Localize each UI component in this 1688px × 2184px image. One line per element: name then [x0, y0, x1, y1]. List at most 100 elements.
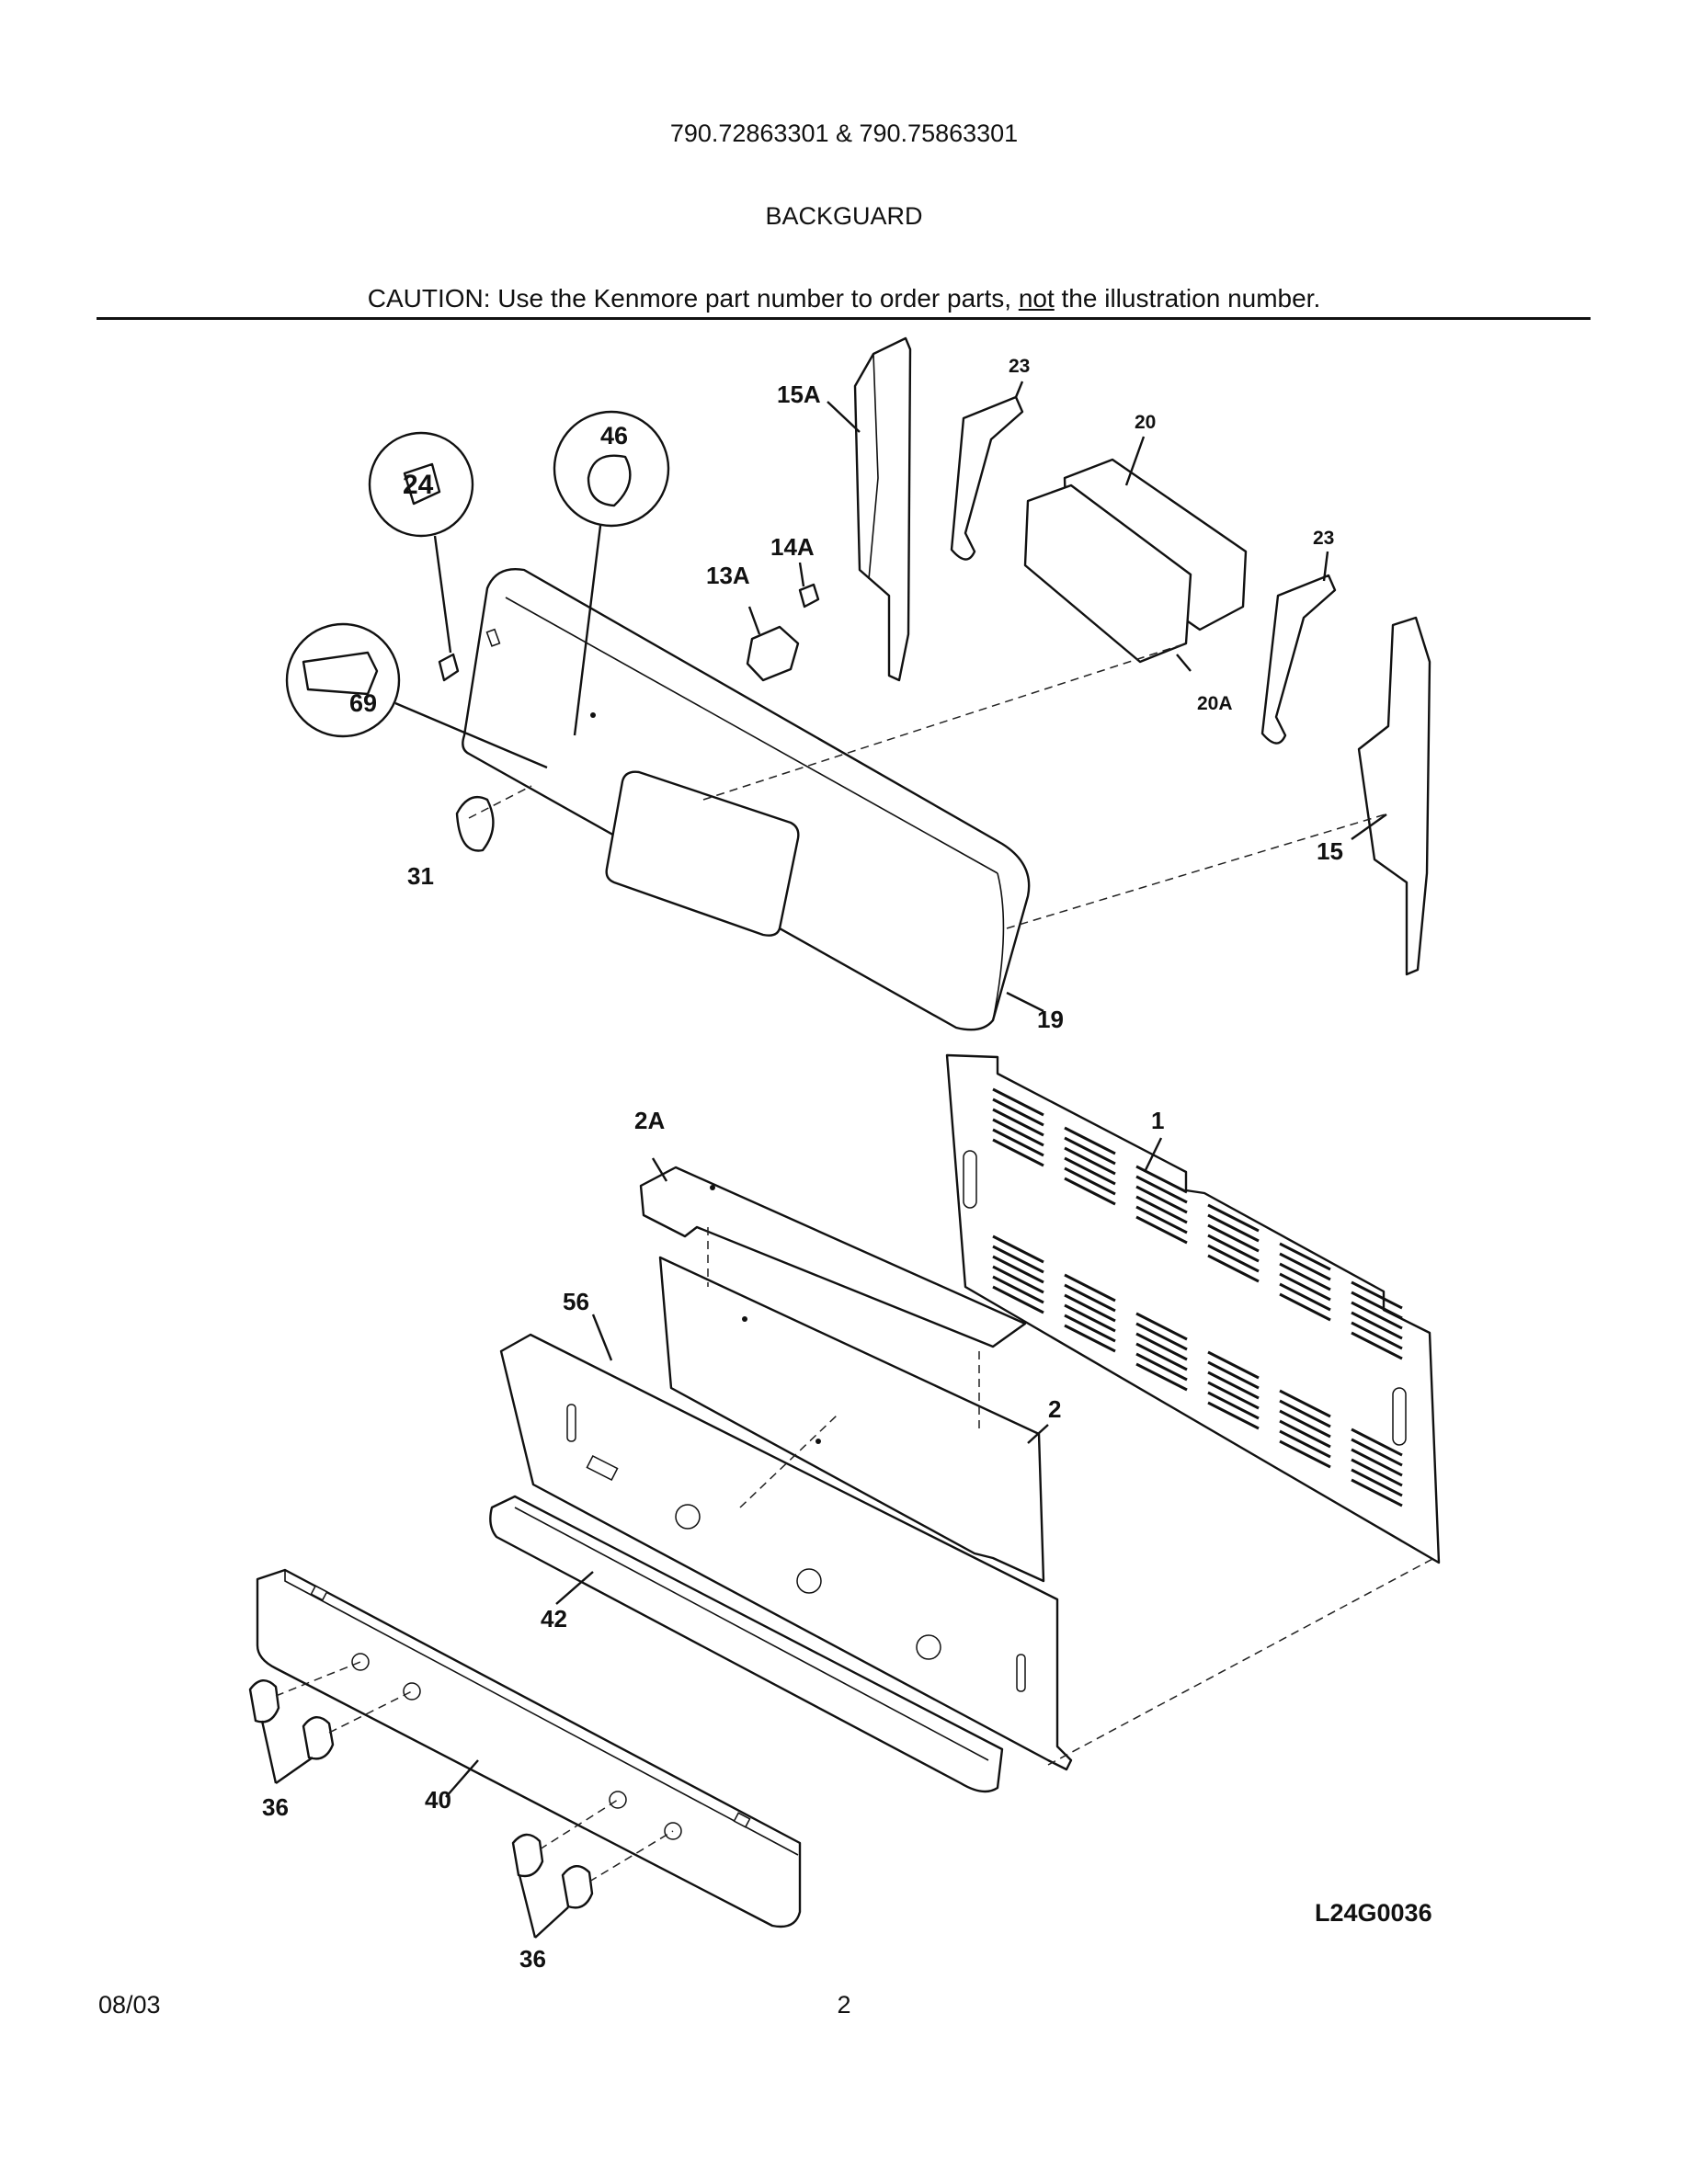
louver-slot	[1351, 1458, 1403, 1487]
louver-slot	[1135, 1195, 1188, 1224]
callout-15a: 15A	[777, 381, 821, 408]
louver-slot	[1351, 1448, 1403, 1477]
louver-slot	[1207, 1381, 1260, 1410]
burner-knobs	[248, 1661, 674, 1909]
louver-slot	[1135, 1352, 1188, 1382]
louver-slot	[1351, 1291, 1403, 1320]
louver-slot	[1064, 1136, 1116, 1166]
revision-date: 08/03	[98, 1991, 161, 2019]
manifold-cover	[256, 1568, 802, 1928]
louver-slot	[1351, 1331, 1403, 1360]
callout-2a: 2A	[634, 1107, 665, 1134]
louver-slot	[1351, 1280, 1403, 1310]
louver-slot	[1351, 1321, 1403, 1350]
end-cap-right	[1260, 574, 1337, 745]
louver-slot	[992, 1138, 1044, 1167]
louver-slot	[1135, 1185, 1188, 1214]
rear-panel-louvers	[992, 1087, 1403, 1507]
caution-prefix: CAUTION: Use the Kenmore part number to …	[367, 284, 1019, 313]
louver-slot	[1351, 1301, 1403, 1330]
side-bracket-right	[1357, 616, 1431, 976]
louver-slot	[1135, 1215, 1188, 1245]
rear-panel	[945, 1053, 1441, 1564]
louver-slot	[1064, 1177, 1116, 1206]
callout-42: 42	[541, 1605, 567, 1632]
callout-31: 31	[407, 862, 434, 890]
section-title: BACKGUARD	[765, 202, 923, 230]
louver-slot	[1207, 1244, 1260, 1273]
louver-slot	[1135, 1205, 1188, 1234]
end-cap-left	[950, 395, 1024, 561]
louver-slot	[992, 1275, 1044, 1304]
louver-slot	[1135, 1342, 1188, 1371]
callout-20: 20	[1135, 412, 1156, 433]
louver-slot	[1279, 1242, 1331, 1271]
backguard-panel	[462, 568, 1031, 1031]
louver-slot	[992, 1245, 1044, 1274]
louver-slot	[1207, 1350, 1260, 1380]
leader-lines	[260, 381, 1387, 1939]
louver-slot	[1351, 1478, 1403, 1507]
louver-slot	[1135, 1362, 1188, 1392]
louver-slot	[1279, 1439, 1331, 1469]
louver-slot	[992, 1128, 1044, 1157]
louver-slot	[1064, 1303, 1116, 1333]
louver-slot	[1207, 1391, 1260, 1420]
louver-slot	[1207, 1254, 1260, 1283]
callout-46: 46	[600, 422, 628, 449]
louver-slot	[1207, 1360, 1260, 1390]
callout-40: 40	[425, 1786, 451, 1814]
louver-slot	[1135, 1322, 1188, 1351]
louver-slot	[992, 1265, 1044, 1294]
louver-slot	[1279, 1252, 1331, 1281]
callout-56: 56	[563, 1288, 589, 1315]
assembly-lines	[468, 643, 1435, 1766]
louver-slot	[1279, 1262, 1331, 1291]
louver-slot	[1207, 1401, 1260, 1430]
callout-19: 19	[1037, 1006, 1064, 1033]
small-parts	[438, 583, 820, 852]
louver-slot	[1207, 1223, 1260, 1253]
caution-suffix: the illustration number.	[1054, 284, 1321, 313]
louver-slot	[992, 1118, 1044, 1147]
louver-slot	[1064, 1156, 1116, 1186]
model-numbers: 790.72863301 & 790.75863301	[669, 119, 1019, 147]
callout-36-left: 36	[262, 1793, 289, 1821]
callout-2: 2	[1048, 1395, 1061, 1423]
louver-slot	[1064, 1166, 1116, 1196]
louver-slot	[1279, 1429, 1331, 1459]
louver-slot	[1351, 1438, 1403, 1467]
louver-slot	[992, 1108, 1044, 1137]
side-bracket-left	[853, 336, 912, 682]
louver-slot	[1207, 1371, 1260, 1400]
louver-slot	[1207, 1213, 1260, 1243]
louver-slot	[992, 1234, 1044, 1264]
louver-slot	[1279, 1419, 1331, 1449]
louver-slot	[1207, 1234, 1260, 1263]
caution-note: CAUTION: Use the Kenmore part number to …	[0, 284, 1688, 313]
callout-23-left: 23	[1009, 356, 1030, 377]
louver-slot	[1279, 1389, 1331, 1418]
louver-slot	[1279, 1292, 1331, 1322]
louver-slot	[1351, 1311, 1403, 1340]
louver-slot	[1064, 1283, 1116, 1313]
illustration-number: L24G0036	[1315, 1899, 1432, 1927]
callout-15: 15	[1317, 837, 1343, 865]
louver-slot	[992, 1255, 1044, 1284]
louver-slot	[992, 1098, 1044, 1127]
louver-slot	[992, 1285, 1044, 1314]
manifold-panel	[499, 1333, 1073, 1771]
louver-slot	[1207, 1203, 1260, 1233]
louver-slot	[1279, 1399, 1331, 1428]
callout-20a: 20A	[1197, 693, 1233, 714]
clock-control-board	[1023, 458, 1248, 664]
page-number: 2	[837, 1991, 851, 2019]
louver-slot	[1064, 1293, 1116, 1323]
callout-labels: 1 2 2A 13A 14A 15 15A 19 20 20A 23 23 24…	[262, 356, 1432, 1973]
louver-slot	[1064, 1273, 1116, 1302]
callout-24: 24	[403, 470, 434, 500]
louver-slot	[1351, 1468, 1403, 1497]
callout-36-right: 36	[519, 1945, 546, 1973]
header-rule	[97, 317, 1591, 320]
